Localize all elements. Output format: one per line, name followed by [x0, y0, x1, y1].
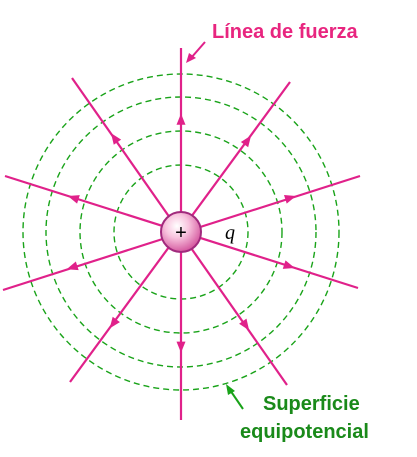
field-arrowhead — [110, 133, 122, 145]
field-line-label: Línea de fuerza — [212, 21, 358, 43]
equipotential-label-line2: equipotencial — [240, 421, 369, 443]
equipotential-label-pointer — [229, 389, 244, 410]
field-arrowhead — [240, 135, 252, 148]
field-arrowhead — [109, 316, 120, 329]
charge-symbol: q — [225, 222, 235, 244]
point-charge: + — [160, 211, 202, 253]
equipotential-label-line1: Superficie — [263, 393, 360, 415]
charge-sign: + — [175, 222, 187, 244]
field-arrowhead — [284, 195, 297, 204]
field-arrowhead — [176, 341, 186, 353]
field-line-label-pointer — [190, 41, 206, 59]
field-arrowhead — [239, 318, 250, 331]
field-arrowhead — [67, 195, 80, 204]
field-line-label-arrowhead — [186, 53, 196, 63]
field-arrowhead — [176, 113, 186, 125]
field-arrowhead — [282, 260, 295, 269]
field-arrowhead — [66, 261, 79, 271]
equipotential-label-arrowhead — [226, 384, 235, 395]
